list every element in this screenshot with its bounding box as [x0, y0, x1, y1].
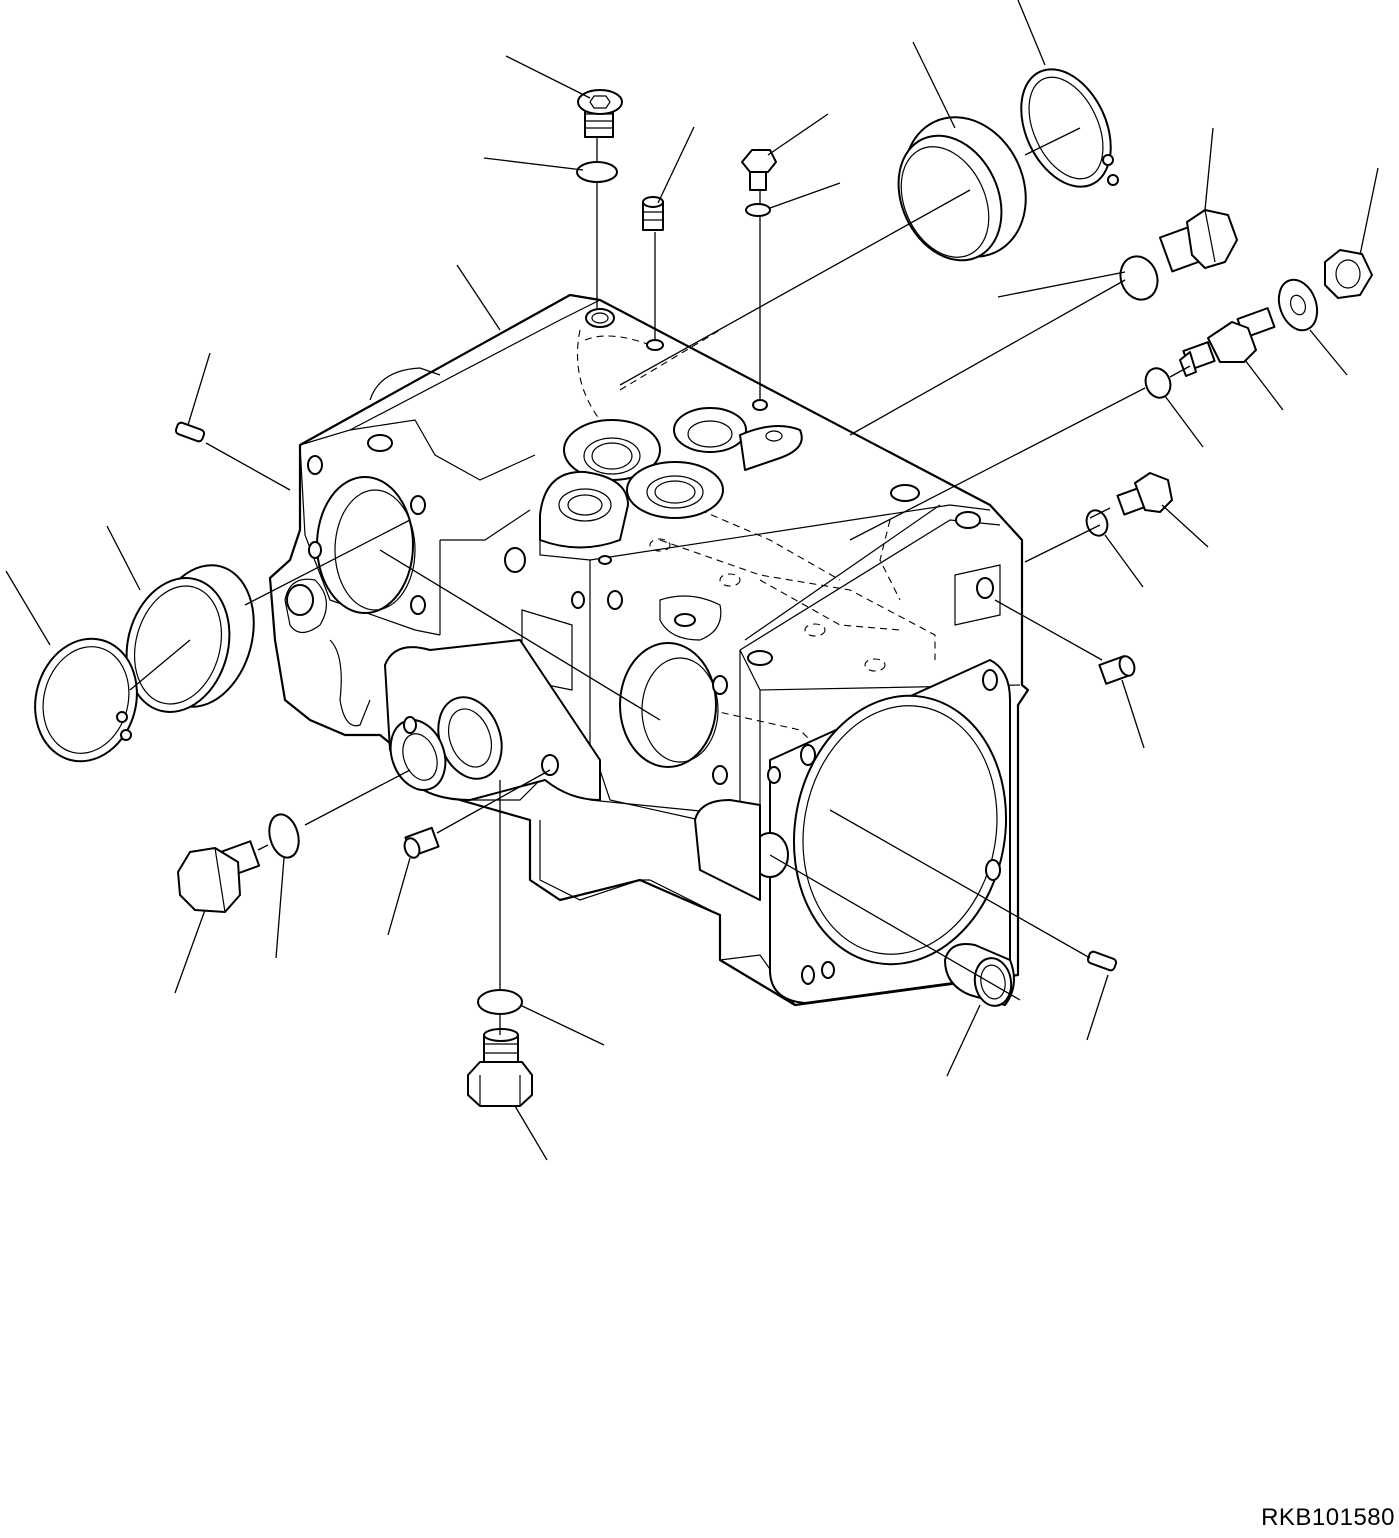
dowel-pin-right — [1086, 950, 1118, 972]
hex-plug-lower-left — [177, 840, 261, 913]
socket-head-plug-top — [577, 89, 623, 138]
set-screw-top — [642, 196, 664, 231]
bearing-sleeve-right — [897, 116, 1027, 262]
lower-manifold — [384, 639, 601, 801]
o-ring-top-2 — [745, 203, 771, 217]
hex-bolt-right-1 — [1158, 209, 1238, 273]
o-ring-lower-left — [268, 813, 300, 859]
set-screw-right — [1098, 655, 1136, 685]
hex-nut-right — [1324, 249, 1373, 299]
o-ring-right-3 — [1085, 509, 1109, 537]
bushing-lower-right — [944, 943, 1015, 1007]
o-ring-right-2 — [1144, 367, 1172, 399]
o-ring-top-1 — [576, 161, 618, 183]
bearing-sleeve-left — [125, 564, 255, 713]
set-screw-lower-left — [403, 826, 440, 859]
hex-plug-bottom — [467, 1028, 533, 1107]
snap-ring-left — [34, 637, 138, 763]
hex-bolt-right-2 — [1116, 472, 1173, 516]
o-ring-bottom — [477, 989, 523, 1015]
adjusting-valve-right — [1179, 307, 1276, 377]
top-face-ports — [367, 308, 981, 666]
housing-bores — [286, 455, 728, 785]
hex-bolt-top-small — [741, 149, 777, 191]
drawing-code: RKB101580 — [1261, 1504, 1395, 1531]
flat-washer-right — [1277, 278, 1319, 332]
right-flange — [694, 564, 1011, 1004]
dowel-pin-left — [174, 421, 206, 443]
o-ring-right-1 — [1119, 255, 1159, 301]
leader-lines — [5, 0, 1379, 1161]
snap-ring-right — [1020, 68, 1119, 188]
